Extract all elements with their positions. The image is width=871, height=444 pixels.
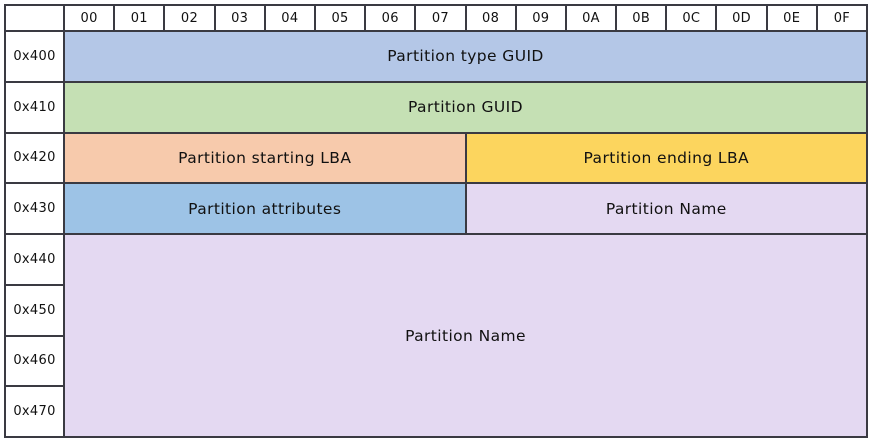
column-header-02: 02 bbox=[163, 4, 216, 32]
table-row: 0x470 bbox=[4, 385, 867, 438]
row-label-0x450: 0x450 bbox=[4, 283, 65, 337]
table-row: 0x460 bbox=[4, 334, 867, 388]
field-partition-type-guid: Partition type GUID bbox=[63, 30, 868, 83]
column-header-03: 03 bbox=[213, 4, 266, 32]
column-header-row: 00 01 02 03 04 05 06 07 08 09 0A 0B 0C 0… bbox=[4, 4, 869, 32]
table-row: 0x430 Partition attributes Partition Nam… bbox=[4, 182, 868, 235]
gpt-partition-entry-table: 00 01 02 03 04 05 06 07 08 09 0A 0B 0C 0… bbox=[4, 4, 869, 438]
field-partition-starting-lba: Partition starting LBA bbox=[63, 131, 467, 185]
field-partition-guid: Partition GUID bbox=[63, 80, 868, 134]
column-header-0c: 0C bbox=[665, 4, 718, 32]
column-header-0b: 0B bbox=[615, 4, 668, 32]
row-label-0x430: 0x430 bbox=[4, 182, 65, 235]
column-header-01: 01 bbox=[113, 4, 166, 32]
table-header: 00 01 02 03 04 05 06 07 08 09 0A 0B 0C 0… bbox=[4, 4, 869, 32]
table-row: 0x450 bbox=[4, 283, 867, 337]
column-header-0f: 0F bbox=[815, 4, 869, 32]
table-row: 0x420 Partition starting LBA Partition e… bbox=[4, 131, 868, 185]
column-header-00: 00 bbox=[62, 4, 116, 32]
column-header-04: 04 bbox=[263, 4, 316, 32]
row-label-0x470: 0x470 bbox=[4, 385, 65, 438]
row-label-0x410: 0x410 bbox=[4, 80, 65, 134]
row-label-0x460: 0x460 bbox=[4, 334, 65, 388]
column-header-08: 08 bbox=[464, 4, 517, 32]
column-header-06: 06 bbox=[364, 4, 417, 32]
table-body: 0x400 Partition type GUID 0x410 Partitio… bbox=[4, 30, 868, 438]
table-corner-cell bbox=[4, 4, 65, 32]
field-partition-name-continued: Partition Name bbox=[63, 233, 868, 438]
column-header-0d: 0D bbox=[715, 4, 768, 32]
field-partition-ending-lba: Partition ending LBA bbox=[464, 131, 868, 185]
row-label-0x440: 0x440 bbox=[4, 233, 65, 286]
field-partition-name-first: Partition Name bbox=[464, 182, 868, 235]
row-label-0x400: 0x400 bbox=[4, 30, 65, 83]
table-row: 0x400 Partition type GUID bbox=[4, 30, 868, 83]
column-header-09: 09 bbox=[514, 4, 567, 32]
column-header-05: 05 bbox=[313, 4, 367, 32]
column-header-0e: 0E bbox=[765, 4, 818, 32]
field-partition-attributes: Partition attributes bbox=[63, 182, 467, 235]
column-header-0a: 0A bbox=[564, 4, 618, 32]
row-label-0x420: 0x420 bbox=[4, 131, 65, 185]
table-row: 0x440 Partition Name bbox=[4, 233, 868, 438]
table-row: 0x410 Partition GUID bbox=[4, 80, 868, 134]
column-header-07: 07 bbox=[414, 4, 467, 32]
